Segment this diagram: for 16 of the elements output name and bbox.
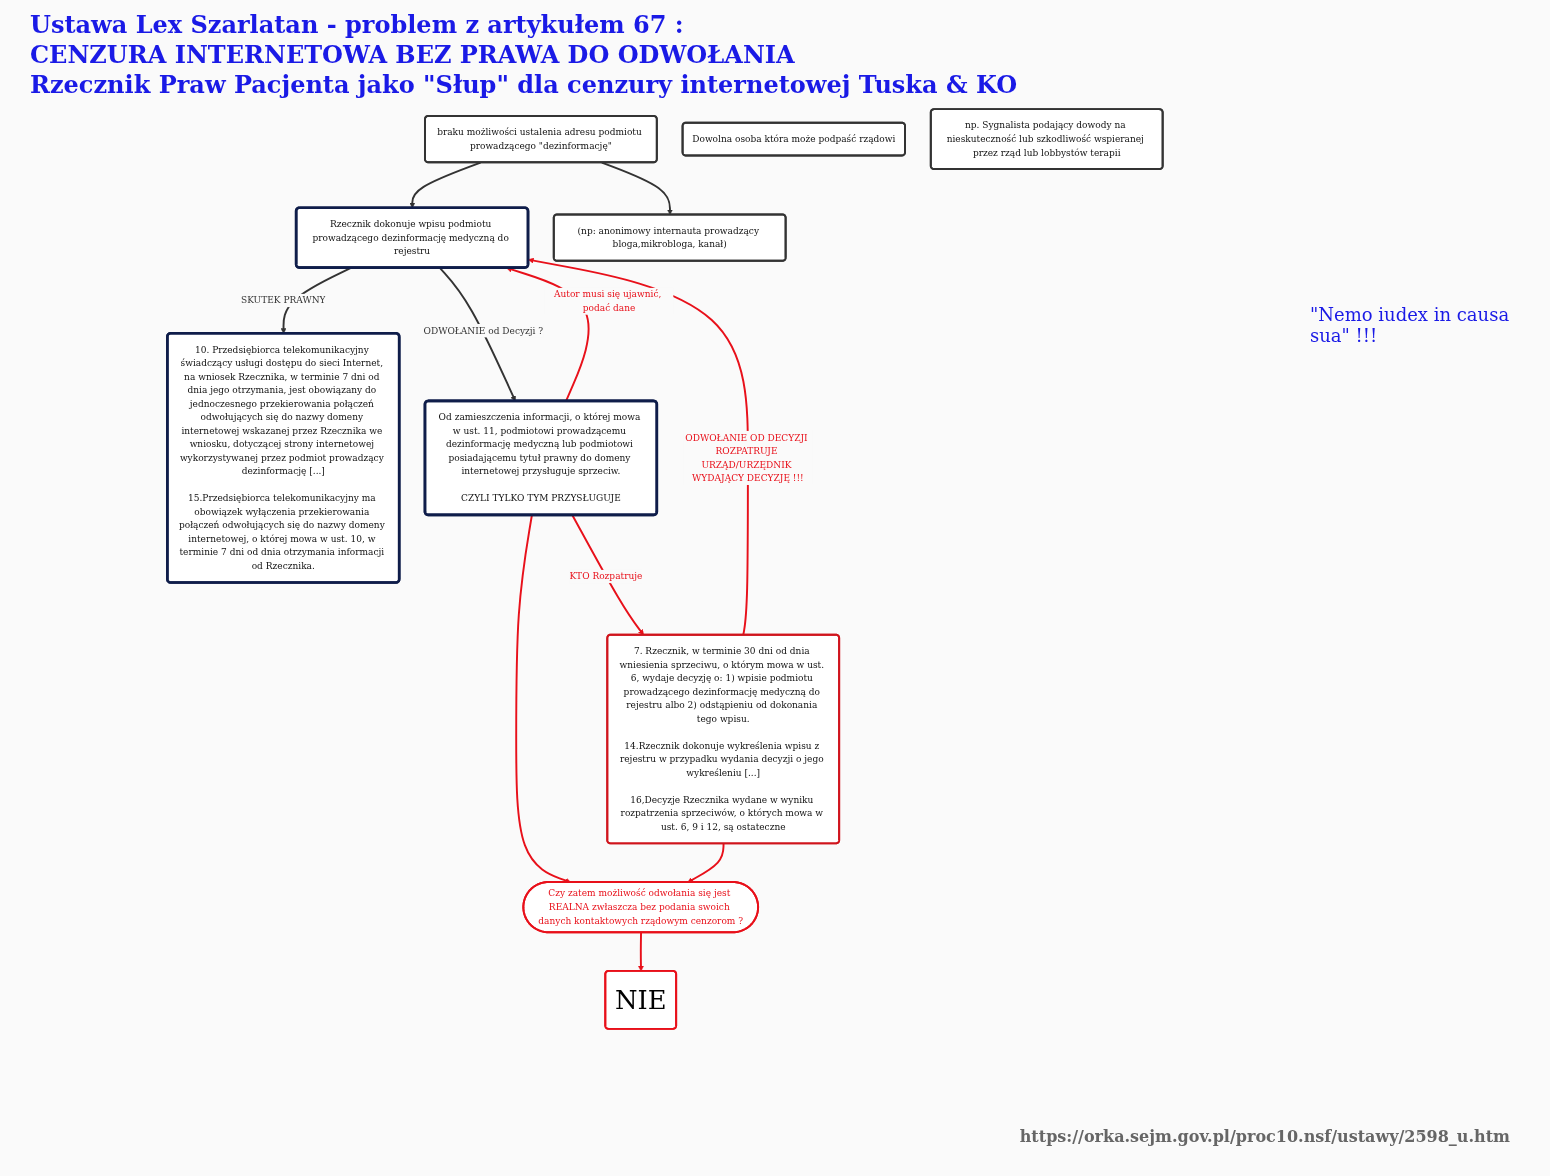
arrow — [515, 514, 571, 884]
arrow — [600, 161, 673, 216]
edge-label: ODWOŁANIE OD DECYZJI ROZPATRUJE URZĄD/URZĘDNIK WYDAJĄCY DECYZJĘ !!! — [685, 432, 808, 484]
subtitle: CENZURA INTERNETOWA BEZ PRAWA DO ODWOŁANIA — [30, 40, 796, 70]
source-url: https://orka.sejm.gov.pl/proc10.nsf/ustawy/2598_u.htm — [1019, 1127, 1510, 1146]
title: Ustawa Lex Szarlatan - problem z artykułem 67 : — [30, 10, 685, 40]
quote-note: "Nemo iudex in causa sua" !!! — [1310, 304, 1511, 346]
arrow — [528, 257, 749, 636]
arrow — [571, 514, 644, 636]
subtitle: Rzecznik Praw Pacjenta jako "Słup" dla cenzury internetowej Tuska & KO — [30, 70, 1019, 100]
edge-label: ODWOŁANIE od Decyzji ? — [423, 325, 544, 336]
edge-label: KTO Rozpatruje — [569, 571, 643, 582]
edge-label: Autor musi się ujawnić, podać dane — [554, 289, 662, 313]
edge-label: SKUTEK PRAWNY — [241, 294, 326, 306]
arrow — [687, 842, 725, 883]
arrow — [638, 931, 644, 972]
